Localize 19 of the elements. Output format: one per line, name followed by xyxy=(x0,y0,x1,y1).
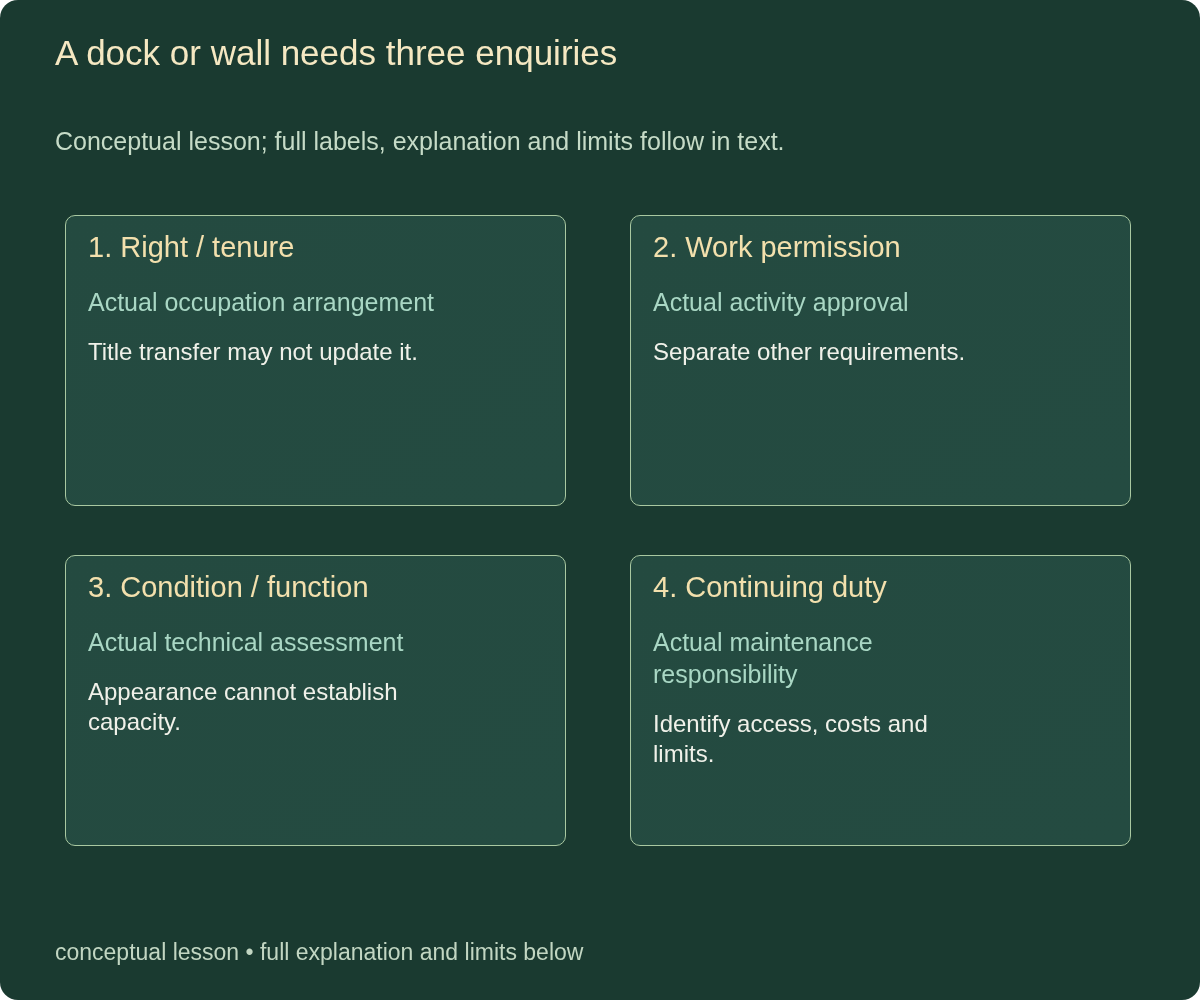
card-subheading: Actual maintenance responsibility xyxy=(653,627,874,690)
card-subheading: Actual occupation arrangement xyxy=(88,287,435,318)
card-body: Title transfer may not update it. xyxy=(88,337,418,367)
card-box xyxy=(630,215,1131,506)
card-box xyxy=(65,215,566,506)
title-text: A dock or wall needs three enquiries xyxy=(55,32,618,74)
card-body: Appearance cannot establish capacity. xyxy=(88,677,399,737)
card-box xyxy=(65,555,566,846)
card-box xyxy=(630,555,1131,846)
card-heading: 4. Continuing duty xyxy=(653,570,887,604)
card-heading: 2. Work permission xyxy=(653,230,901,264)
card-subheading: Actual activity approval xyxy=(653,287,909,318)
card-body: Separate other requirements. xyxy=(653,337,966,367)
card-heading: 1. Right / tenure xyxy=(88,230,295,264)
card-heading: 3. Condition / function xyxy=(88,570,369,604)
card-body: Identify access, costs and limits. xyxy=(653,709,929,769)
card-subheading: Actual technical assessment xyxy=(88,627,404,658)
footer-note: conceptual lesson • full explanation and limits below xyxy=(55,938,584,966)
subtitle-text: Conceptual lesson; full labels, explanation and limits follow in text. xyxy=(55,126,785,156)
